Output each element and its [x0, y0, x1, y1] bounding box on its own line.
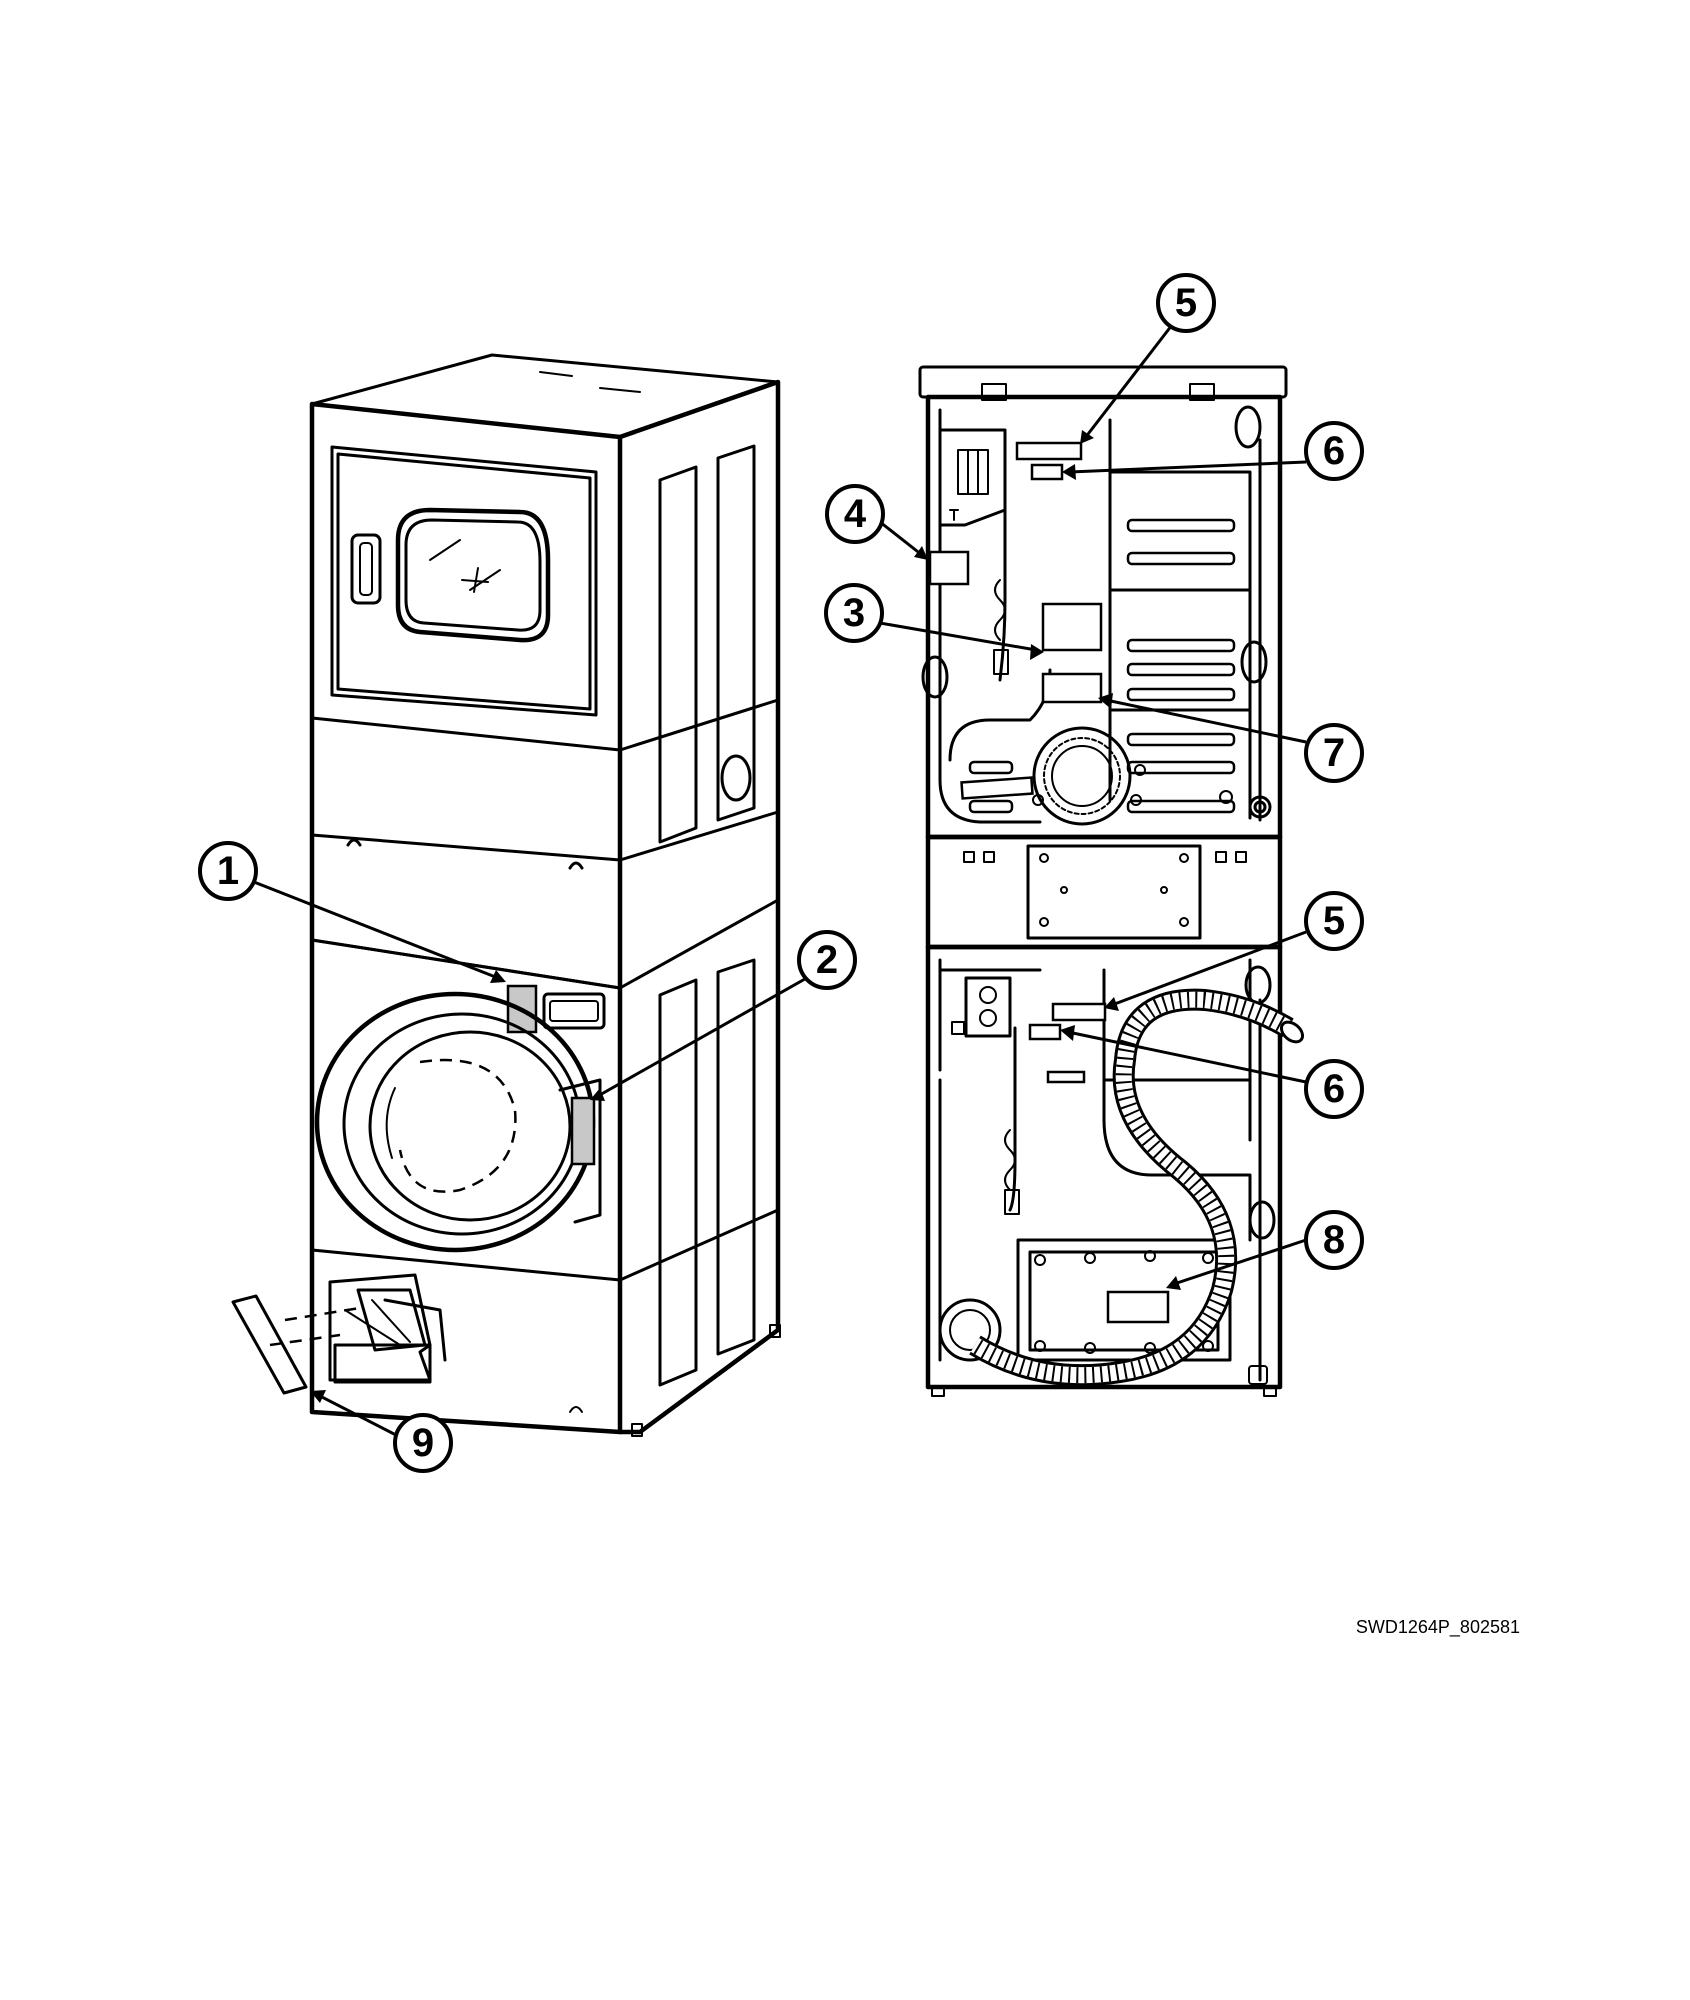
callout-5-bottom-number: 5: [1323, 899, 1345, 943]
label-5-bottom: [1051, 1002, 1107, 1022]
label-5-top: [1015, 441, 1083, 461]
drawing-code: SWD1264P_802581: [1356, 1617, 1520, 1638]
callout-6-top: 6: [1304, 421, 1364, 481]
callout-7: 7: [1304, 723, 1364, 783]
callout-5-bottom: 5: [1304, 891, 1364, 951]
callout-4: 4: [825, 484, 885, 544]
callout-5-top-number: 5: [1175, 281, 1197, 325]
callout-5-top: 5: [1156, 273, 1216, 333]
leader-lines: [253, 324, 1307, 1437]
label-3: [1041, 602, 1103, 652]
callout-1: 1: [198, 841, 258, 901]
callout-3-number: 3: [843, 591, 865, 635]
callout-6-top-number: 6: [1323, 429, 1345, 473]
callout-8: 8: [1304, 1210, 1364, 1270]
callout-9: 9: [393, 1413, 453, 1473]
rear-louvers: [968, 518, 1236, 814]
callout-2: 2: [797, 930, 857, 990]
callout-9-number: 9: [412, 1421, 434, 1465]
callout-3: 3: [824, 583, 884, 643]
callout-2-number: 2: [816, 938, 838, 982]
rear-view: [918, 365, 1305, 1397]
label-8: [1106, 1290, 1170, 1324]
label-7: [1041, 672, 1103, 704]
callout-7-number: 7: [1323, 731, 1345, 775]
callout-8-number: 8: [1323, 1218, 1345, 1262]
callout-1-number: 1: [217, 849, 239, 893]
front-view: [231, 353, 781, 1437]
callout-6-bottom-number: 6: [1323, 1067, 1345, 1111]
label-6-bottom: [1028, 1023, 1062, 1041]
label-2-patch: [570, 1096, 596, 1166]
callout-6-bottom: 6: [1304, 1059, 1364, 1119]
label-6-top: [1030, 463, 1064, 481]
label-4: [928, 550, 970, 586]
loose-panel: [231, 1294, 308, 1395]
callout-4-number: 4: [844, 492, 867, 536]
